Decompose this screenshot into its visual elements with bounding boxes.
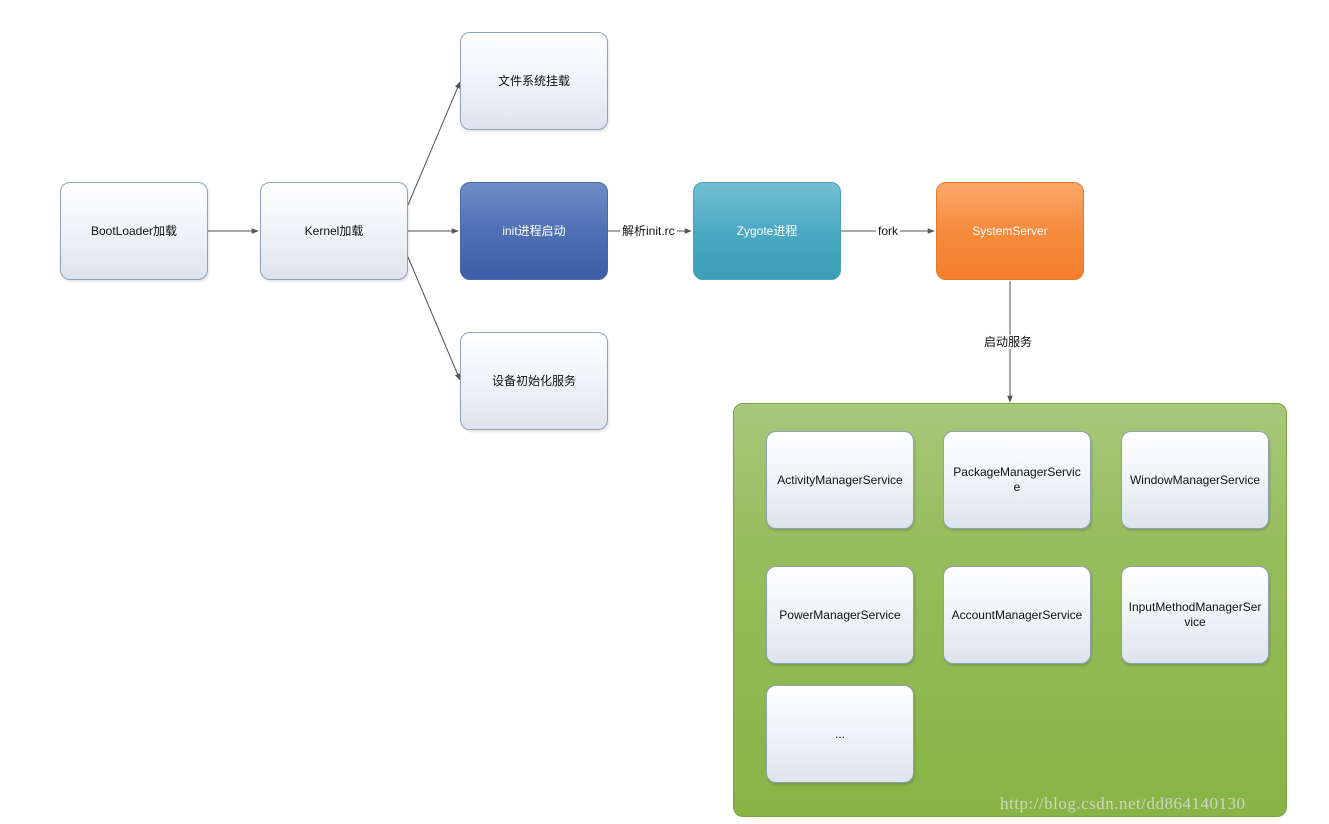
node-bootloader-label: BootLoader加载 — [90, 223, 178, 238]
services-container: ActivityManagerService PackageManagerSer… — [733, 403, 1287, 817]
service-input-method-manager: InputMethodManagerService — [1121, 566, 1269, 664]
service-window-manager-label: WindowManagerService — [1129, 472, 1261, 487]
service-more-label: ... — [834, 726, 845, 741]
node-init-process-label: init进程启动 — [502, 223, 566, 238]
service-input-method-manager-label: InputMethodManagerService — [1128, 600, 1262, 629]
edge-label-fork: fork — [876, 224, 901, 238]
edge-kernel-device-init — [407, 256, 461, 381]
service-power-manager: PowerManagerService — [766, 566, 914, 664]
node-device-init-service-label: 设备初始化服务 — [491, 373, 576, 388]
service-package-manager: PackageManagerService — [943, 431, 1091, 529]
node-filesystem-mount: 文件系统挂载 — [460, 32, 608, 130]
service-power-manager-label: PowerManagerService — [779, 607, 901, 622]
node-init-process: init进程启动 — [460, 182, 608, 280]
node-kernel-label: Kernel加载 — [304, 223, 364, 238]
service-package-manager-label: PackageManagerService — [953, 465, 1081, 494]
node-zygote-process: Zygote进程 — [693, 182, 841, 280]
service-more: ... — [766, 685, 914, 783]
edge-label-parse-init-rc: 解析init.rc — [620, 224, 677, 238]
service-account-manager-label: AccountManagerService — [951, 607, 1083, 622]
watermark-text: http://blog.csdn.net/dd864140130 — [1000, 794, 1246, 813]
edge-kernel-filesystem — [407, 81, 461, 206]
node-kernel: Kernel加载 — [260, 182, 408, 280]
node-zygote-process-label: Zygote进程 — [736, 223, 798, 238]
service-activity-manager-label: ActivityManagerService — [777, 472, 903, 487]
service-activity-manager: ActivityManagerService — [766, 431, 914, 529]
node-device-init-service: 设备初始化服务 — [460, 332, 608, 430]
node-bootloader: BootLoader加载 — [60, 182, 208, 280]
node-system-server-label: SystemServer — [972, 223, 1048, 238]
node-system-server: SystemServer — [936, 182, 1084, 280]
service-account-manager: AccountManagerService — [943, 566, 1091, 664]
node-filesystem-mount-label: 文件系统挂载 — [497, 73, 570, 88]
service-window-manager: WindowManagerService — [1121, 431, 1269, 529]
edge-label-start-services: 启动服务 — [982, 335, 1035, 349]
